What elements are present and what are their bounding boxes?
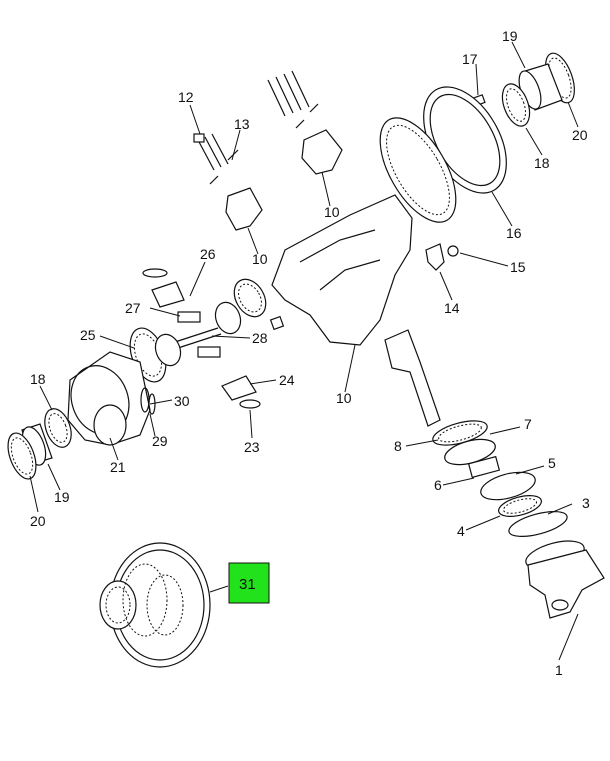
ring-gear-part-16[interactable] <box>365 73 524 234</box>
bearing-cap-part-10-upper[interactable] <box>301 129 343 175</box>
callout-10-cap-upper[interactable]: 10 <box>324 204 340 220</box>
differential-case-part-21[interactable] <box>62 351 151 446</box>
callout-27[interactable]: 27 <box>125 300 141 316</box>
callout-19-left[interactable]: 19 <box>54 489 70 505</box>
callout-3[interactable]: 3 <box>582 495 590 511</box>
callout-26[interactable]: 26 <box>200 246 216 262</box>
bolts-part-12[interactable] <box>193 133 229 171</box>
callout-18-top[interactable]: 18 <box>534 155 550 171</box>
callout-23[interactable]: 23 <box>244 439 260 455</box>
callout-10-cap-left[interactable]: 10 <box>252 251 268 267</box>
callout-31[interactable]: 31 <box>239 576 256 593</box>
callout-24[interactable]: 24 <box>279 372 295 388</box>
part-31-highlight-box[interactable] <box>228 562 270 604</box>
bearing-cap-part-10-left[interactable] <box>225 187 263 231</box>
callout-17[interactable]: 17 <box>462 51 478 67</box>
nut-part-15[interactable] <box>447 245 459 257</box>
bracket-part-14[interactable] <box>425 243 445 271</box>
side-gear-part-26[interactable] <box>142 268 185 308</box>
leader-lines <box>29 41 579 661</box>
callout-15[interactable]: 15 <box>510 259 526 275</box>
callout-6[interactable]: 6 <box>434 477 442 493</box>
callout-25[interactable]: 25 <box>80 327 96 343</box>
bearing-part-5[interactable] <box>478 467 538 505</box>
differential-assembly-part-31[interactable] <box>99 542 211 668</box>
bearing-part-4[interactable] <box>496 492 543 521</box>
spacer-part-6[interactable] <box>467 455 501 479</box>
callout-19-top[interactable]: 19 <box>502 28 518 44</box>
callout-28[interactable]: 28 <box>252 330 268 346</box>
bearing-part-18-top[interactable] <box>497 80 535 130</box>
callout-8[interactable]: 8 <box>394 438 402 454</box>
cross-shaft-part-28[interactable] <box>174 327 222 358</box>
callout-20-left[interactable]: 20 <box>30 513 46 529</box>
callout-20-top[interactable]: 20 <box>572 127 588 143</box>
seal-part-3[interactable] <box>506 507 569 542</box>
callout-4[interactable]: 4 <box>457 523 465 539</box>
callout-10-housing[interactable]: 10 <box>336 390 352 406</box>
thrust-washer-part-27[interactable] <box>177 311 201 323</box>
callout-13[interactable]: 13 <box>234 116 250 132</box>
callout-18-left[interactable]: 18 <box>30 371 46 387</box>
bolts-upper-cluster[interactable] <box>267 70 319 129</box>
pinion-mate-part-24[interactable] <box>221 274 272 401</box>
callout-7[interactable]: 7 <box>524 416 532 432</box>
callout-29[interactable]: 29 <box>152 433 168 449</box>
callout-12[interactable]: 12 <box>178 89 194 105</box>
callout-1[interactable]: 1 <box>555 662 563 678</box>
pinion-gear-part-8[interactable] <box>384 329 490 450</box>
yoke-part-1[interactable] <box>523 536 605 619</box>
washer-part-23[interactable] <box>239 399 261 409</box>
callout-30[interactable]: 30 <box>174 393 190 409</box>
washer-part-30[interactable] <box>148 393 156 415</box>
callout-5[interactable]: 5 <box>548 455 556 471</box>
callout-16[interactable]: 16 <box>506 225 522 241</box>
callout-14[interactable]: 14 <box>444 300 460 316</box>
callout-21[interactable]: 21 <box>110 459 126 475</box>
pinion-gear-center[interactable] <box>151 299 244 369</box>
carrier-housing-part-10[interactable] <box>269 194 413 346</box>
